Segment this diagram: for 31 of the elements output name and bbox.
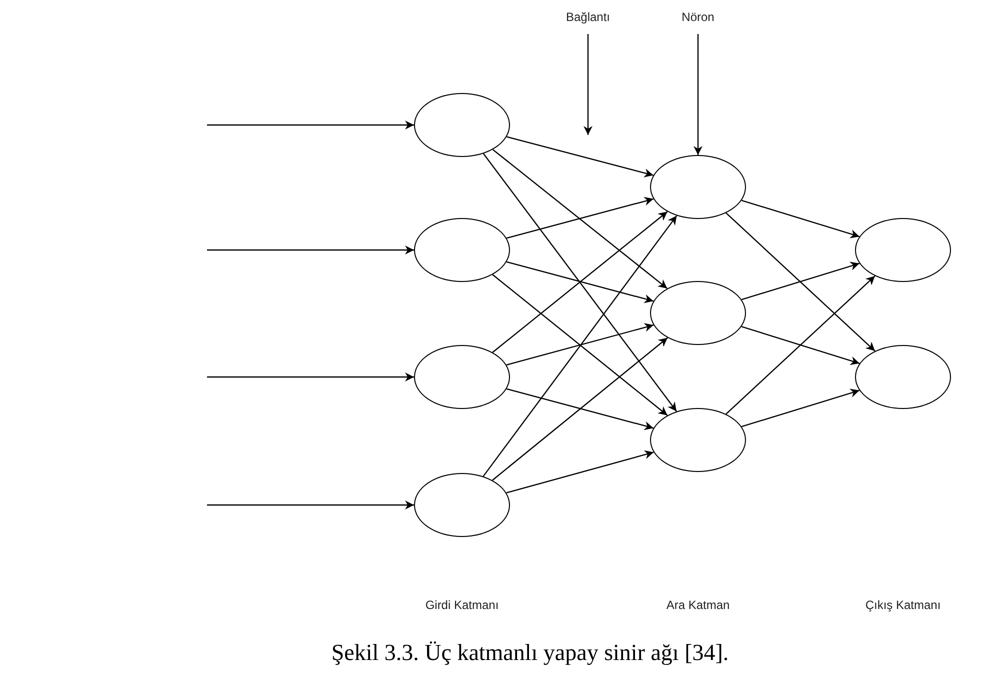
connection-arrow xyxy=(492,274,668,416)
layer-label: Ara Katman xyxy=(665,597,731,614)
annotation-text: Bağlantı xyxy=(555,8,621,28)
connection-arrow xyxy=(741,326,860,366)
connection-arrow xyxy=(506,261,654,304)
connection-arrow xyxy=(482,153,678,412)
annotation-text: Nöron xyxy=(675,8,721,28)
connection-arrow xyxy=(492,337,668,481)
connection-arrow xyxy=(506,323,654,366)
connection-arrow xyxy=(726,276,876,414)
layer-label: Çıkış Katmanı xyxy=(864,597,942,614)
leader-arrow xyxy=(694,34,702,155)
leader-arrow xyxy=(584,34,592,135)
connection-arrow xyxy=(741,388,860,428)
neuron-ellipse xyxy=(650,281,746,345)
figure-caption: Şekil 3.3. Üç katmanlı yapay sinir ağı [34]. xyxy=(330,639,730,667)
connection-arrow xyxy=(492,149,668,289)
connection-arrow xyxy=(207,120,414,130)
connection-arrow xyxy=(492,211,668,353)
connection-arrow xyxy=(207,246,414,254)
connection-arrow xyxy=(482,215,678,477)
layer-label: Girdi Katmanı xyxy=(424,597,500,614)
connection-arrow xyxy=(506,388,654,430)
connection-arrow xyxy=(741,262,860,300)
connection-arrow xyxy=(207,500,414,510)
connection-arrow xyxy=(506,136,654,178)
connection-arrow xyxy=(506,196,654,239)
connection-arrow xyxy=(207,372,414,382)
connection-arrow xyxy=(726,212,876,352)
connection-arrow xyxy=(506,450,654,494)
connection-arrow xyxy=(741,200,860,238)
